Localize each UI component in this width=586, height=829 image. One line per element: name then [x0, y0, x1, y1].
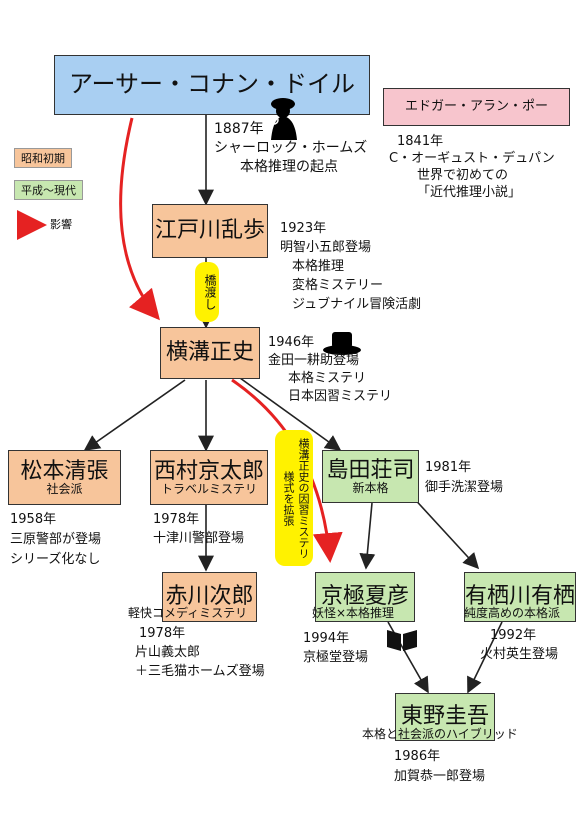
- note-shimada-line1: 御手洗潔登場: [425, 480, 504, 495]
- note-kyogoku: 1994年 京極堂登場: [303, 629, 368, 667]
- node-arisugawa-name: 有栖川有栖: [465, 584, 576, 610]
- node-nishimura: 西村京太郎 トラベルミステリ: [150, 450, 268, 505]
- note-matsumoto-year: 1958年: [10, 512, 57, 527]
- note-yokomizo-year: 1946年: [268, 335, 315, 350]
- legend-showa: 昭和初期: [14, 148, 72, 168]
- node-yokomizo-name: 横溝正史: [165, 340, 254, 366]
- node-shimada-sub: 新本格: [352, 480, 389, 495]
- note-nishimura: 1978年 十津川警部登場: [153, 510, 244, 548]
- arrow-shimada-arisugawa: [409, 493, 480, 570]
- node-yokomizo: 横溝正史: [160, 327, 260, 379]
- node-nishimura-name: 西村京太郎: [153, 458, 264, 484]
- note-kyogoku-year: 1994年: [303, 631, 350, 646]
- node-poe-name: エドガー・アラン・ポー: [404, 99, 548, 115]
- node-shimada: 島田荘司 新本格: [322, 450, 419, 503]
- note-akagawa: 1978年 片山義太郎 ＋三毛猫ホームズ登場: [135, 624, 265, 681]
- note-matsumoto-line1: 三原警部が登場: [10, 532, 102, 547]
- node-kyogoku-sub: 妖怪×本格推理: [312, 606, 395, 620]
- arrow-shimada-kyogoku: [359, 502, 376, 570]
- node-poe: エドガー・アラン・ポー: [383, 88, 570, 126]
- note-shimada-year: 1981年: [425, 460, 472, 475]
- open-book-icon: [387, 630, 417, 651]
- node-kyogoku: 京極夏彦: [315, 572, 415, 622]
- note-higashino: 1986年 加賀恭一郎登場: [394, 747, 485, 787]
- callout-yokomizo-influence-text: 横溝正史の因習ミステリ様式を拡張: [282, 437, 310, 559]
- detective-silhouette-icon: [269, 98, 297, 140]
- node-akagawa-sub: 軽快コメディミステリ: [128, 606, 248, 620]
- note-poe-line3: 「近代推理小説」: [417, 185, 522, 200]
- note-akagawa-line1: 片山義太郎: [135, 645, 201, 660]
- note-doyle: 1887年 シャーロック・ホームズ 本格推理の起点: [214, 120, 367, 177]
- node-higashino: 東野圭吾: [395, 693, 495, 741]
- note-ranpo-line2: 本格推理: [292, 259, 345, 274]
- arrow-arisugawa-higashino: [467, 621, 503, 694]
- node-arisugawa: 有栖川有栖: [464, 572, 576, 622]
- node-matsumoto-sub: 社会派: [46, 481, 83, 496]
- node-ranpo-name: 江戸川乱歩: [154, 218, 265, 244]
- note-ranpo-line4: ジュブナイル冒険活劇: [292, 297, 422, 312]
- note-kyogoku-line1: 京極堂登場: [303, 650, 369, 665]
- node-doyle-name: アーサー・コナン・ドイル: [68, 70, 356, 99]
- arrow-yokomizo-matsumoto: [83, 379, 186, 451]
- callout-yokomizo-influence: 横溝正史の因習ミステリ様式を拡張: [275, 430, 313, 566]
- note-shimada: 1981年 御手洗潔登場: [425, 458, 503, 498]
- note-higashino-line1: 加賀恭一郎登場: [394, 769, 486, 784]
- note-ranpo-line3: 変格ミステリー: [292, 278, 384, 293]
- note-poe: 1841年 C・オーギュスト・デュパン 世界で初めての 「近代推理小説」: [389, 133, 555, 201]
- note-yokomizo: 1946年 金田一耕助登場 本格ミステリ 日本因習ミステリ: [268, 334, 392, 406]
- note-arisugawa-year: 1992年: [490, 628, 537, 643]
- legend-influence-label: 影響: [50, 218, 72, 231]
- note-yokomizo-line2: 本格ミステリ: [288, 371, 367, 386]
- note-arisugawa-line1: 火村英生登場: [480, 647, 559, 662]
- note-akagawa-year: 1978年: [139, 626, 186, 641]
- note-ranpo-year: 1923年: [280, 221, 327, 236]
- node-akagawa: 赤川次郎: [162, 572, 257, 622]
- note-ranpo-line1: 明智小五郎登場: [280, 240, 372, 255]
- note-doyle-line2: 本格推理の起点: [240, 159, 338, 175]
- influence-arrow-doyle-yokomizo: [119, 117, 160, 321]
- note-yokomizo-line1: 金田一耕助登場: [268, 353, 360, 368]
- note-poe-line1: C・オーギュスト・デュパン: [389, 151, 555, 166]
- note-yokomizo-line3: 日本因習ミステリ: [288, 389, 393, 404]
- node-doyle: アーサー・コナン・ドイル: [54, 55, 370, 115]
- node-kyogoku-name: 京極夏彦: [320, 584, 409, 610]
- note-higashino-year: 1986年: [394, 749, 441, 764]
- node-higashino-name: 東野圭吾: [400, 704, 489, 730]
- node-matsumoto-name: 松本清張: [20, 458, 109, 484]
- node-akagawa-name: 赤川次郎: [165, 584, 254, 610]
- note-nishimura-year: 1978年: [153, 512, 200, 527]
- note-ranpo: 1923年 明智小五郎登場 本格推理 変格ミステリー ジュブナイル冒険活劇: [280, 219, 421, 314]
- node-ranpo: 江戸川乱歩: [152, 204, 268, 258]
- note-matsumoto-line2: シリーズ化なし: [10, 552, 101, 567]
- node-shimada-name: 島田荘司: [326, 457, 415, 483]
- node-nishimura-sub: トラベルミステリ: [160, 481, 257, 496]
- note-matsumoto: 1958年 三原警部が登場 シリーズ化なし: [10, 510, 101, 570]
- legend-heisei: 平成〜現代: [14, 180, 83, 200]
- node-matsumoto: 松本清張 社会派: [8, 450, 121, 505]
- arrow-yokomizo-shimada: [239, 377, 342, 451]
- hat-icon: [323, 332, 361, 355]
- callout-bridge: 橋渡し: [195, 262, 219, 322]
- node-arisugawa-sub: 純度高めの本格派: [464, 606, 561, 620]
- note-poe-line2: 世界で初めての: [417, 168, 509, 183]
- node-higashino-sub: 本格と社会派のハイブリッド: [362, 727, 518, 741]
- note-arisugawa: 1992年 火村英生登場: [480, 626, 558, 664]
- note-doyle-line1: シャーロック・ホームズ: [214, 140, 368, 156]
- note-nishimura-line1: 十津川警部登場: [153, 531, 245, 546]
- note-poe-year: 1841年: [397, 134, 444, 149]
- note-akagawa-line2: ＋三毛猫ホームズ登場: [135, 664, 265, 679]
- note-doyle-year: 1887年: [214, 121, 264, 137]
